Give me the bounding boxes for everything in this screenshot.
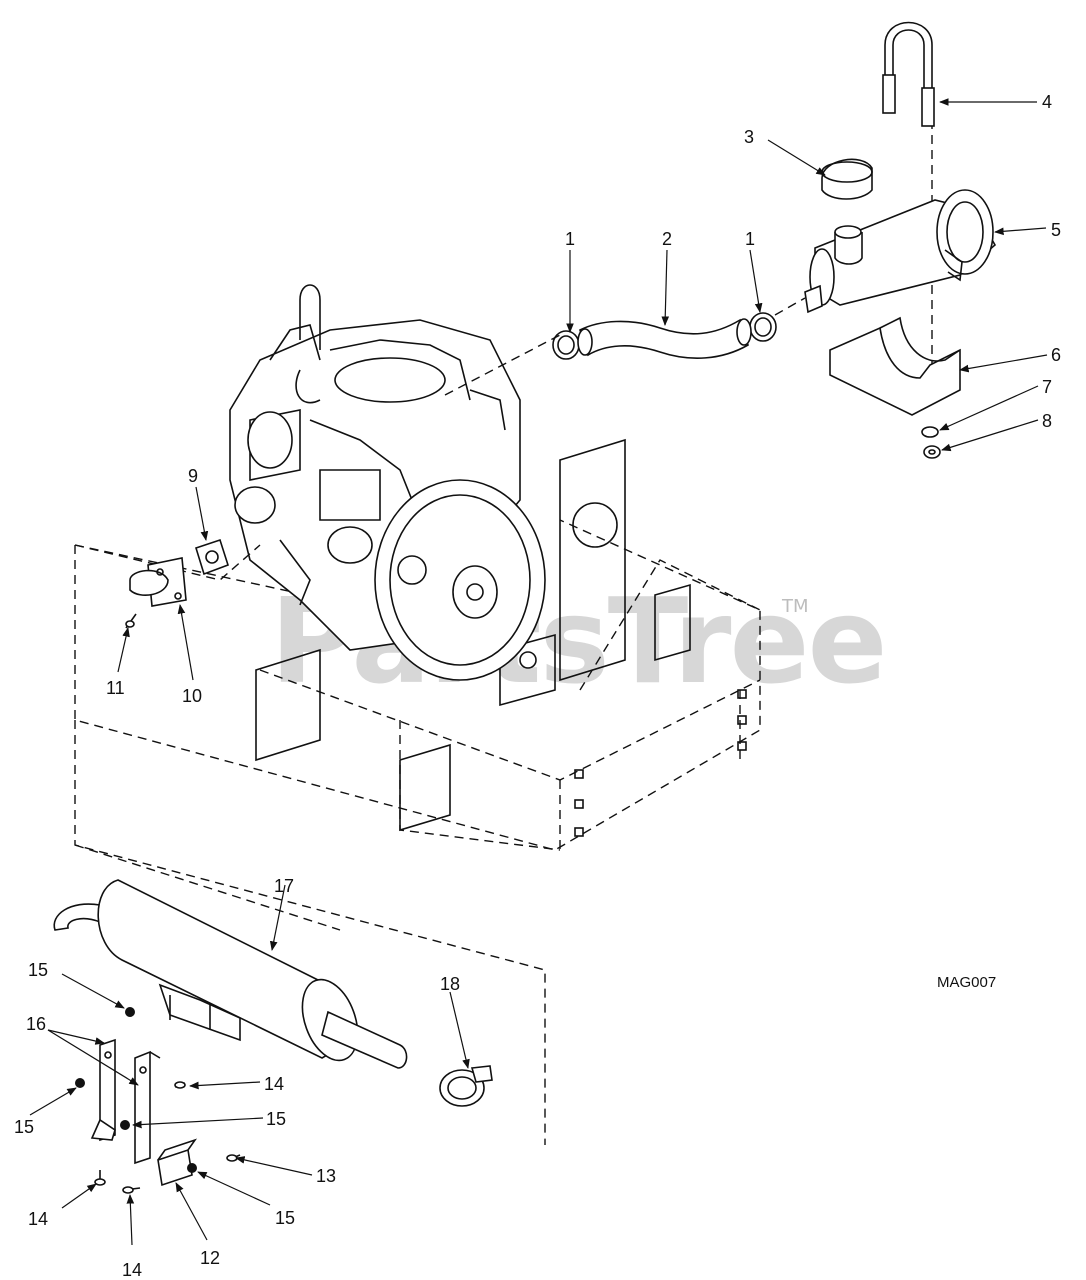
callout-1-left: 1 [565, 229, 575, 249]
callout-10: 10 [182, 686, 202, 706]
callout-9: 9 [188, 466, 198, 486]
callout-15-b: 15 [14, 1117, 34, 1137]
figure-code: MAG007 [937, 974, 996, 991]
watermark-trademark: TM [781, 596, 809, 617]
flywheel [374, 479, 546, 681]
callout-15-d: 15 [275, 1208, 295, 1228]
main-muffler [53, 879, 408, 1069]
muffler-centerline [774, 297, 806, 316]
callout-18: 18 [440, 974, 460, 994]
muffler-straps [90, 1038, 161, 1165]
flange-screw [125, 613, 137, 629]
hose-clamp-left [552, 330, 580, 360]
callout-15-a: 15 [28, 960, 48, 980]
callout-14-a: 14 [264, 1074, 284, 1094]
lock-washer [921, 426, 939, 438]
callout-12: 12 [200, 1248, 220, 1268]
rain-cap [821, 158, 873, 200]
muffler-bracket [829, 316, 961, 416]
callout-6: 6 [1051, 345, 1061, 365]
u-bolt [882, 21, 935, 127]
callout-11: 11 [106, 678, 125, 698]
callout-labels: 1 2 1 3 4 5 6 7 8 9 10 11 17 18 15 16 15… [14, 92, 1061, 1280]
callout-4: 4 [1042, 92, 1052, 112]
callout-14-b: 14 [28, 1209, 48, 1229]
callout-7: 7 [1042, 377, 1052, 397]
hex-nut [923, 445, 941, 459]
hose-clamp-right [749, 312, 777, 342]
muffler-frame-outline [74, 720, 546, 1145]
exhaust-centerline [444, 334, 561, 396]
strap-bracket [157, 1138, 198, 1187]
exhaust-gasket [195, 538, 229, 576]
exhaust-flange [129, 557, 187, 607]
callout-5: 5 [1051, 220, 1061, 240]
muffler-clamp [439, 1065, 493, 1107]
engine-mount-brackets [255, 438, 691, 832]
callout-1-right: 1 [745, 229, 755, 249]
callout-14-c: 14 [122, 1260, 142, 1280]
callout-13: 13 [316, 1166, 336, 1186]
muffler [804, 189, 997, 314]
callout-16: 16 [26, 1014, 46, 1034]
callout-2: 2 [662, 229, 672, 249]
callout-8: 8 [1042, 411, 1052, 431]
hardware [75, 1007, 241, 1194]
callout-15-c: 15 [266, 1109, 286, 1129]
callout-17: 17 [274, 876, 294, 896]
callout-3: 3 [744, 127, 754, 147]
leader-lines [29, 98, 1048, 1246]
flange-centerline [74, 544, 261, 581]
exhaust-hose [577, 318, 752, 359]
